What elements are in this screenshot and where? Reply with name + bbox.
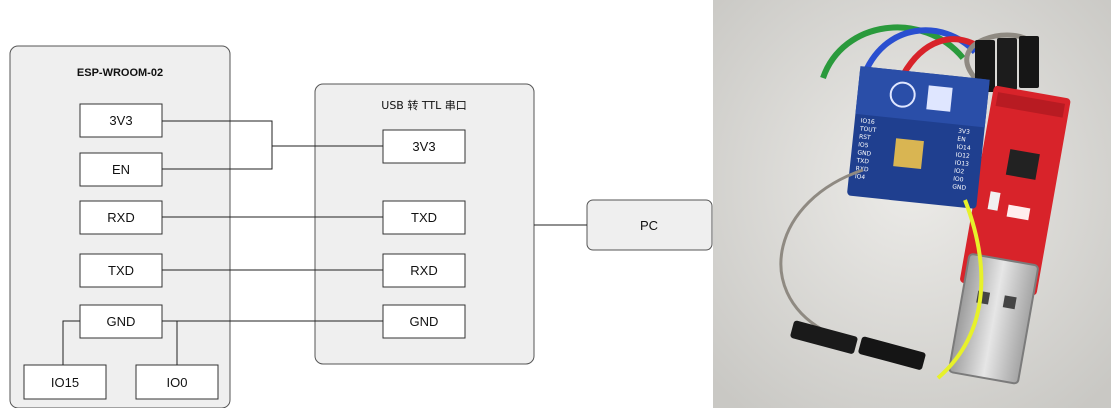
io15-label: IO15 xyxy=(51,375,79,390)
photo-pin-label: IO16 xyxy=(860,117,875,125)
photo-pin-label: GND xyxy=(857,149,872,157)
usb-ttl-title: USB 转 TTL 串口 xyxy=(381,98,466,112)
usb-ttl-panel: USB 转 TTL 串口 3V3 TXD RXD GND xyxy=(314,83,535,365)
usb-ttl-adapter-board xyxy=(948,85,1071,385)
photo-pin-label: IO0 xyxy=(953,175,964,183)
photo-pin-label: 3V3 xyxy=(958,128,971,136)
ttl-gnd-pin-box xyxy=(382,304,466,339)
pc-node: PC xyxy=(586,199,713,251)
esp-3v3-pin-box xyxy=(79,103,163,138)
photo-pin-label: IO12 xyxy=(955,152,970,160)
photo-pin-label: IO2 xyxy=(954,167,965,175)
ttl-3v3-pin-label: 3V3 xyxy=(412,139,435,154)
io0-label: IO0 xyxy=(167,375,188,390)
photo-pin-label: IO4 xyxy=(854,173,865,181)
red-jumper-wire xyxy=(900,36,983,77)
esp-en-pin-label: EN xyxy=(112,162,130,177)
esp-txd-pin-box xyxy=(79,253,163,288)
esp-rxd-pin-box xyxy=(79,200,163,235)
3v3-en-bridge-wire xyxy=(162,120,273,170)
gnd-io15-wire xyxy=(62,320,80,365)
io0-box xyxy=(135,364,219,400)
photo-pin-label: IO14 xyxy=(956,144,971,152)
ttl-gnd-pin-label: GND xyxy=(410,314,439,329)
hardware-photo-illustration: IO16 TOUT RST IO5 GND TXD RXD IO4 3V3 EN… xyxy=(713,0,1111,408)
ttl-rxd-pin-label: RXD xyxy=(410,263,437,278)
ttl-txd-pin-box xyxy=(382,200,466,235)
hardware-photo: IO16 TOUT RST IO5 GND TXD RXD IO4 3V3 EN… xyxy=(713,0,1111,408)
usb-a-plug xyxy=(948,253,1039,385)
photo-pin-label: IO13 xyxy=(954,160,969,168)
yellow-wire xyxy=(936,199,984,380)
green-jumper-wire xyxy=(820,24,966,80)
photo-pin-label: EN xyxy=(957,136,966,144)
pc-label: PC xyxy=(640,218,658,233)
photo-pin-label: GND xyxy=(952,183,967,191)
io15-box xyxy=(23,364,107,400)
ttl-txd-pin-label: TXD xyxy=(411,210,437,225)
esp-chip-pad xyxy=(893,138,924,169)
photo-pin-label: TXD xyxy=(855,157,869,165)
esp-gnd-pin-label: GND xyxy=(107,314,136,329)
grey-loop-wire xyxy=(779,168,864,332)
bottom-dupont-connectors xyxy=(790,320,926,370)
esp-wroom-02-board: IO16 TOUT RST IO5 GND TXD RXD IO4 3V3 EN… xyxy=(847,66,990,209)
photo-pin-label: TOUT xyxy=(859,125,877,134)
esp-module-panel: ESP-WROOM-02 3V3 EN RXD TXD GND IO15 IO0 xyxy=(9,45,231,408)
esp-gnd-pin-box xyxy=(79,304,163,339)
esp-rxd-pin-label: RXD xyxy=(107,210,134,225)
esp-txd-pin-label: TXD xyxy=(108,263,134,278)
photo-pin-label: IO5 xyxy=(858,141,869,149)
photo-pin-label: RST xyxy=(859,133,872,141)
esp-3v3-pin-label: 3V3 xyxy=(109,113,132,128)
esp-module-title: ESP-WROOM-02 xyxy=(77,67,163,79)
